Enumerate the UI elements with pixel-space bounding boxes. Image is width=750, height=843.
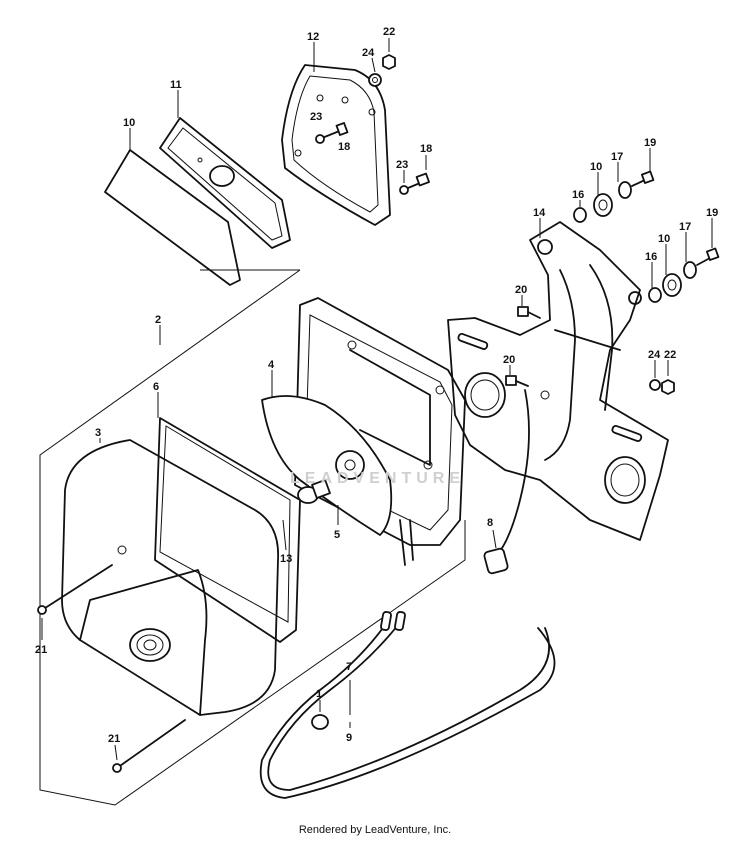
callout-24b: 24	[648, 349, 661, 361]
hardware-bracket	[505, 170, 720, 395]
callout-19b: 19	[706, 207, 718, 219]
callout-20b: 20	[503, 354, 515, 366]
callout-5: 5	[334, 529, 340, 541]
part-reflector	[104, 149, 241, 286]
watermark: LEADVENTURE	[290, 470, 466, 487]
callout-2: 2	[155, 314, 161, 326]
part-bracket-cover	[281, 64, 391, 226]
callout-21: 21	[35, 644, 47, 656]
callout-23b: 23	[396, 159, 408, 171]
callout-1: 1	[316, 688, 322, 700]
callout-3: 3	[95, 427, 101, 439]
callout-18b: 18	[420, 143, 432, 155]
part-bulb	[297, 479, 331, 504]
part-tail-lens	[61, 439, 279, 716]
callout-22: 22	[383, 26, 395, 38]
callout-10b: 10	[658, 233, 670, 245]
part-socket-reflector	[261, 395, 414, 566]
callout-20: 20	[515, 284, 527, 296]
part-lens-gasket	[154, 417, 301, 643]
callout-16: 16	[572, 189, 584, 201]
callout-22b: 22	[664, 349, 676, 361]
callout-4: 4	[268, 359, 275, 371]
assembly-frame	[39, 269, 466, 806]
callout-24: 24	[362, 47, 375, 59]
callout-19: 19	[644, 137, 656, 149]
wiring-harness	[259, 389, 556, 799]
callout-21b: 21	[108, 733, 120, 745]
part-reflector-gasket	[159, 117, 291, 249]
footer-credit: Rendered by LeadVenture, Inc.	[298, 824, 452, 836]
callout-17b: 17	[679, 221, 691, 233]
callout-15: 14	[533, 207, 546, 219]
callout-6: 6	[153, 381, 159, 393]
callout-18: 18	[338, 141, 350, 153]
callout-23: 23	[310, 111, 322, 123]
screws-lens	[37, 564, 186, 773]
callout-9: 9	[346, 732, 352, 744]
callouts: 12 22 24 11 10 23 18 18 23 19 17 10 16 1…	[35, 26, 718, 761]
callout-12: 11	[170, 79, 182, 91]
callout-16b: 16	[645, 251, 657, 263]
callout-17: 17	[611, 151, 623, 163]
callout-10: 10	[590, 161, 602, 173]
hardware-cover	[315, 54, 430, 195]
callout-8: 8	[487, 517, 493, 529]
callout-13: 12	[307, 31, 319, 43]
callout-14: 13	[280, 553, 292, 565]
callout-11: 10	[123, 117, 135, 129]
part-license-bracket	[447, 221, 669, 541]
callout-7: 7	[346, 661, 352, 673]
